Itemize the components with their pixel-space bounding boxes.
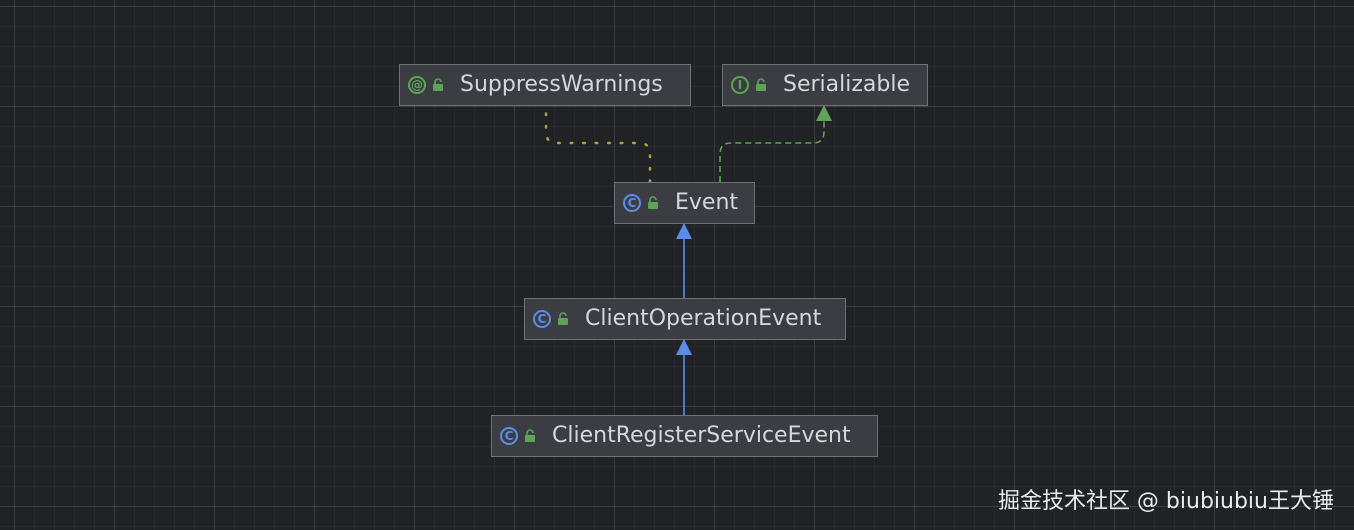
public-lock-icon — [648, 196, 658, 209]
node-client_op[interactable]: C ClientOperationEvent — [524, 298, 846, 340]
public-lock-icon — [756, 78, 766, 91]
interface-kind-icon: I — [731, 76, 749, 94]
node-label: ClientRegisterServiceEvent — [552, 423, 851, 448]
node-label: ClientOperationEvent — [585, 306, 822, 331]
node-label: Event — [675, 190, 739, 215]
class-kind-icon: C — [623, 194, 641, 212]
public-lock-icon — [558, 312, 568, 325]
node-client_reg[interactable]: C ClientRegisterServiceEvent — [491, 415, 878, 457]
edge-annotated-by-event-to-suppress — [544, 104, 652, 184]
watermark-text: 掘金技术社区 @ biubiubiu王大锤 — [997, 489, 1334, 514]
annotation-kind-icon: @ — [408, 76, 426, 94]
node-event[interactable]: C Event — [614, 182, 755, 224]
node-serializable[interactable]: I Serializable — [722, 64, 928, 106]
edges-layer — [544, 104, 832, 415]
class-kind-icon: C — [533, 310, 551, 328]
public-lock-icon — [433, 78, 443, 91]
node-label: SuppressWarnings — [460, 72, 663, 97]
class-kind-icon: C — [500, 427, 518, 445]
node-label: Serializable — [783, 72, 911, 97]
edge-implements-event-to-serializable — [719, 105, 832, 182]
node-suppress[interactable]: @ SuppressWarnings — [399, 64, 691, 106]
public-lock-icon — [525, 429, 535, 442]
